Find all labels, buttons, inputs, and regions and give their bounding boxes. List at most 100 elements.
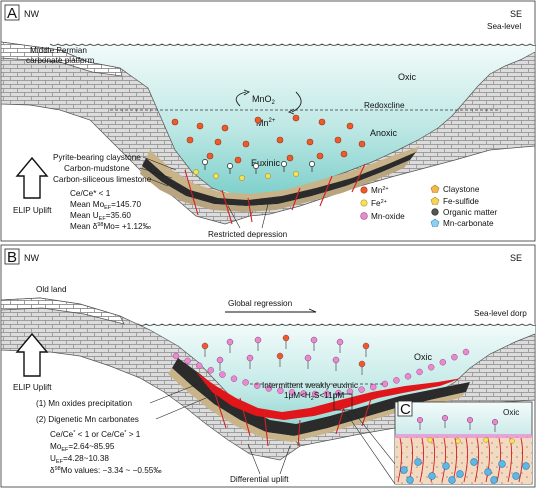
mn-carbonate-marker: [442, 462, 450, 470]
panel-a-uplift-label: ELIP Uplift: [13, 206, 52, 215]
pendant-ion-marker: [441, 414, 449, 422]
mn2-ion-marker: [221, 124, 229, 132]
panel-a-stratum-leader-1: [142, 156, 177, 171]
panel-b-uplift-label: ELIP Uplift: [13, 383, 52, 392]
legend-fe-sulfide-label: Fe-sulfide: [443, 197, 479, 206]
panel-b-black-layer: [172, 358, 470, 436]
red-vein: [463, 437, 469, 483]
panel-a-uplift-arrow-icon: [15, 156, 49, 199]
panel-b-process-leader-1: [149, 383, 199, 404]
panel-a-ion-markers: [171, 114, 366, 181]
panel-b-process-1: (1) Mn oxides precipitation: [36, 399, 132, 408]
pendant-ion-marker: [226, 338, 234, 346]
panel-c-letter-box: [397, 400, 413, 417]
red-vein: [496, 437, 502, 483]
panel-a-carbonate-platform: [0, 41, 123, 77]
pendant-ion-marker: [304, 354, 312, 362]
mn-carbonate-marker: [470, 458, 478, 466]
claystone-icon: [430, 184, 440, 193]
panel-c-ion-markers: [400, 414, 530, 484]
mn-carbonate-marker: [490, 476, 498, 484]
panel-b-sea-level-label: Sea-level dorp: [474, 309, 527, 318]
panel-c-letter: C: [400, 401, 411, 418]
panel-b-old-land: [0, 297, 125, 325]
panel-b-ce-value: Ce/Ce* < 1 or Ce/Ce* > 1: [50, 430, 141, 439]
pendant-ion-marker: [466, 416, 474, 424]
mn-oxide-icon: [360, 212, 368, 220]
mn-oxide-marker: [346, 388, 354, 395]
mn2-ion-marker: [254, 116, 262, 124]
panel-a-restricted-leader-1: [227, 205, 241, 229]
mn2-ion-marker: [186, 136, 194, 144]
mn2-ion-marker: [286, 154, 294, 162]
panel-a: A NW SE Sea-level: [0, 0, 536, 242]
fe-sulfide-icon: [430, 196, 440, 205]
panel-c-oxide-layer: [395, 434, 532, 438]
fe2-ion-marker: [239, 175, 245, 181]
pendant-ion-marker: [282, 334, 290, 342]
mn2-ion-marker: [340, 150, 348, 158]
panel-c-oxic-label: Oxic: [503, 408, 519, 417]
legend-fe2-label: Fe2+: [371, 199, 387, 208]
organic-matter-marker: [202, 159, 208, 165]
fe2-ion-marker: [293, 171, 299, 177]
panel-b-uplift-arrow-icon: [15, 332, 49, 377]
pendant-ion-marker: [310, 336, 318, 344]
panel-a-stratum-leader-2: [139, 167, 173, 179]
pendant-ion-marker: [358, 360, 366, 368]
pendant-ion-marker: [254, 336, 262, 344]
mn-oxide-marker: [462, 348, 470, 356]
fe2-ion-marker: [455, 438, 461, 444]
organic-matter-marker: [309, 161, 315, 167]
legend-organic-matter-label: Organic matter: [443, 208, 497, 217]
mn-oxide-marker: [172, 352, 180, 360]
panel-b-differential-label: Differential uplift: [230, 475, 289, 484]
pendant-ion-marker: [246, 354, 254, 362]
mn-oxide-marker: [219, 371, 226, 378]
panel-b-zoom-line-2: [343, 409, 396, 485]
mn2-ion-marker: [276, 136, 284, 144]
panel-b: B NW SE Sea-level dorp Global regression…: [0, 244, 536, 488]
panel-a-mno2-label: MnO2: [252, 94, 276, 106]
mn2-ion-marker: [214, 138, 222, 146]
mn2-ion-marker: [292, 114, 300, 122]
pendant-ion-marker: [336, 338, 344, 346]
mn2-ion-marker: [346, 122, 354, 130]
panel-a-platform-label-1: Middle Permian: [30, 46, 87, 55]
panel-b-mo-value: MoEF=2.64~85.95: [50, 442, 115, 453]
panel-b-process-2: (2) Digenetic Mn carbonates: [36, 415, 139, 424]
legend-claystone-label: Claystone: [443, 185, 480, 194]
mn-carbonate-marker: [448, 476, 456, 484]
legend-mn-carbonate-label: Mn-carbonate: [443, 219, 494, 228]
panel-b-u-value: UEF=4.28~10.38: [50, 454, 109, 465]
mn2-ion-marker: [196, 122, 204, 130]
mn-carbonate-marker: [512, 472, 520, 480]
panel-a-stratum-2: Carbon-mudstone: [64, 164, 130, 173]
mn-oxide-marker: [253, 382, 261, 389]
mn-oxide-marker: [288, 389, 296, 396]
legend-mn2-label: Mn2+: [371, 186, 389, 195]
panel-b-mn-carbonate-layer: [196, 372, 462, 420]
mn-carbonate-marker: [400, 466, 408, 474]
mn2-ion-icon: [360, 186, 368, 194]
panel-b-claystone-layer: [168, 368, 466, 442]
panel-a-stratum-3: Carbon-siliceous limestone: [53, 175, 152, 184]
mn-oxide-marker: [404, 373, 412, 380]
panel-b-faults: [211, 383, 373, 447]
fe2-ion-icon: [360, 199, 368, 207]
mn-carbonate-marker: [406, 476, 414, 484]
mn2-ion-marker: [234, 156, 242, 164]
pendant-ion-marker: [416, 416, 424, 424]
fe2-ion-marker: [483, 437, 489, 443]
panel-b-letter-box: [4, 248, 20, 265]
mn-oxide-marker: [230, 375, 238, 382]
mn-oxide-marker: [335, 389, 342, 397]
red-vein: [441, 437, 447, 483]
panel-a-letter: A: [7, 5, 17, 22]
panel-b-euxinic-label-1: Intermittent weakly euxinic: [262, 381, 358, 390]
mn-carbonate-marker: [428, 472, 436, 480]
mn-carbonate-marker: [522, 462, 530, 470]
fe2-ion-marker: [265, 173, 271, 179]
fe2-ion-marker: [213, 173, 219, 179]
